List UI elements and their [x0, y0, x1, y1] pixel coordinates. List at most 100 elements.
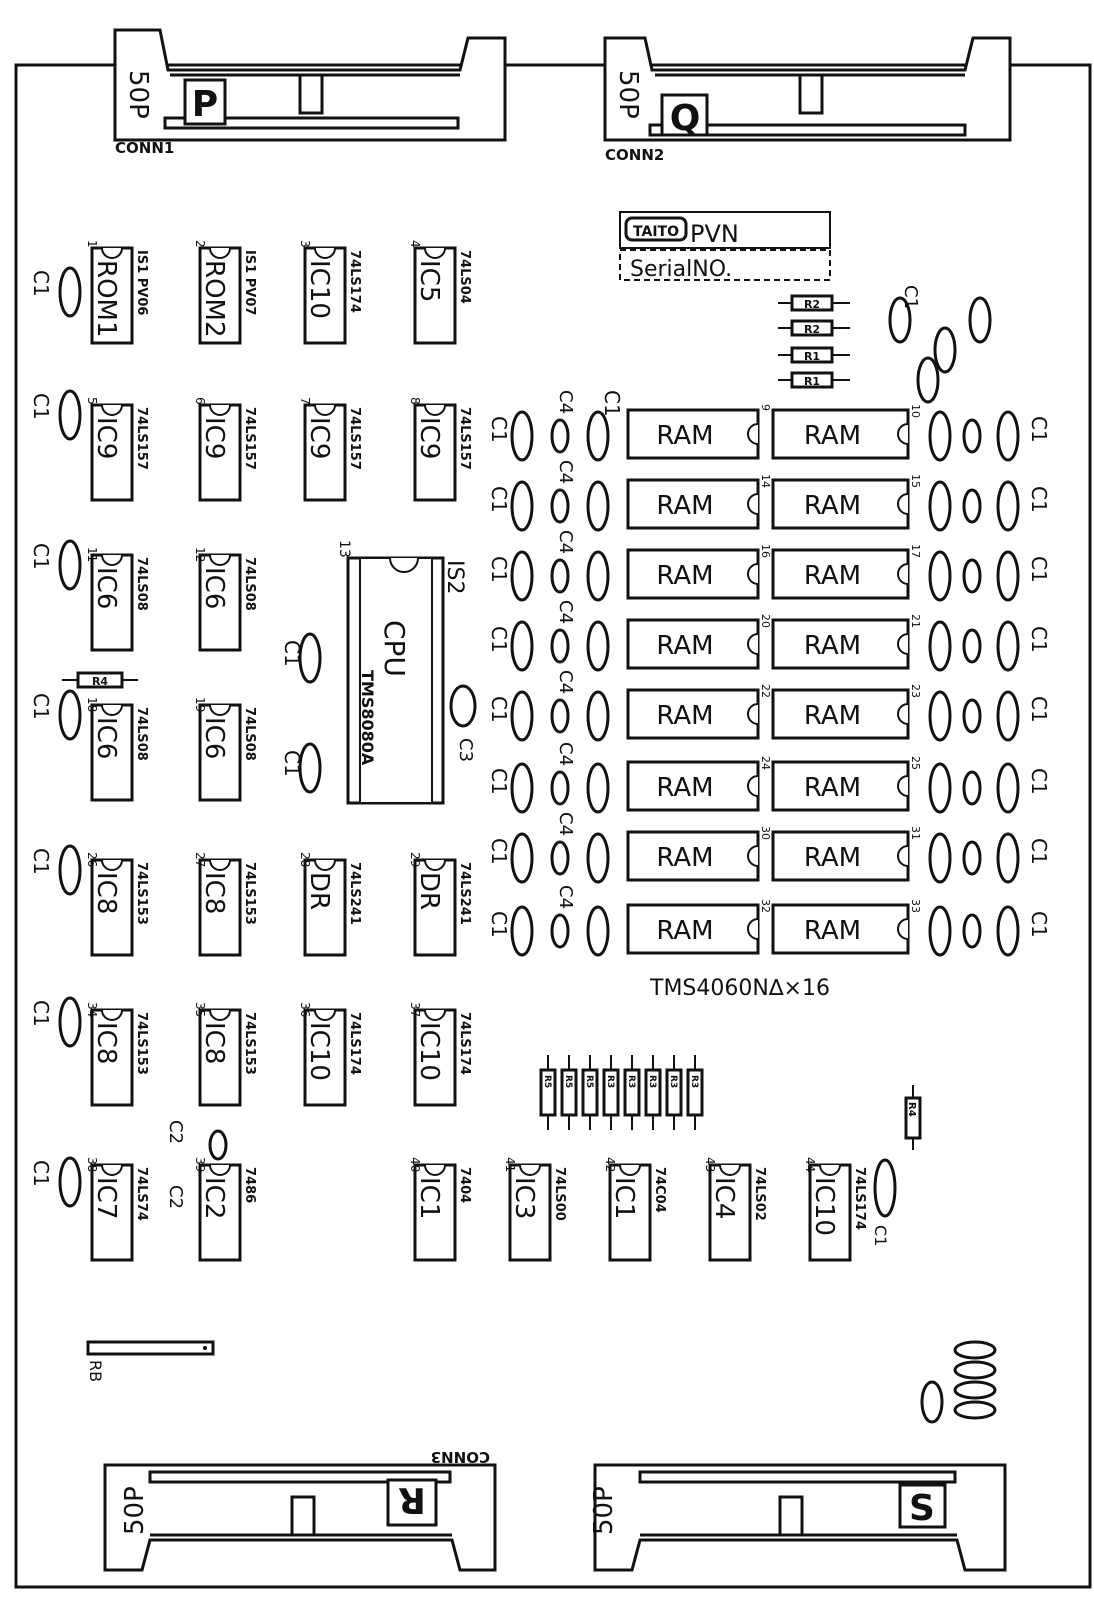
chip-name: ROM1 — [91, 260, 121, 338]
resistor-r4: R4 — [904, 1085, 922, 1150]
capacitor — [928, 905, 952, 957]
ram-number: 9 — [759, 404, 772, 411]
rb-label: RB — [86, 1360, 105, 1382]
resistor-label: R3 — [689, 1075, 699, 1088]
capacitor: C1 — [487, 832, 534, 884]
capacitor-label: C1 — [1027, 626, 1051, 653]
capacitor-label: C1 — [280, 640, 304, 667]
chip-number: 35 — [193, 1002, 207, 1017]
chip-name: IC8 — [91, 1022, 121, 1064]
ram-label: RAM — [804, 491, 861, 521]
capacitor-label: C1 — [487, 556, 511, 583]
resistor-label: R3 — [647, 1075, 657, 1088]
chip-part: 7486 — [242, 1167, 257, 1203]
model-text: PVN — [690, 220, 739, 248]
chip-part: 74LS04 — [457, 250, 472, 304]
board-outline — [14, 63, 1092, 1589]
capacitor-label: C1 — [487, 696, 511, 723]
capacitor-small: C4 — [550, 390, 576, 454]
connector-pins: 50P — [613, 70, 643, 119]
chip-name: IC10 — [304, 1022, 334, 1081]
ram-number: 24 — [759, 756, 772, 770]
resistor-label: R5 — [563, 1075, 573, 1088]
capacitor-small: C4 — [550, 885, 576, 949]
chip-part: 74LS157 — [347, 407, 362, 470]
capacitor-label: C1 — [1027, 838, 1051, 865]
capacitor-label: C1 — [487, 416, 511, 443]
resistor-label: R4 — [906, 1102, 917, 1117]
chip-part: 74LS08 — [242, 557, 257, 611]
capacitor: C1 — [29, 389, 82, 441]
chip-name: DR — [304, 872, 334, 910]
cpu-socket: IS2 — [442, 560, 467, 594]
ram-caption: TMS4060N∆×16 — [649, 976, 830, 1001]
capacitor-label: C4 — [555, 460, 576, 484]
capacitor-label: C1 — [600, 390, 624, 417]
chip-name: IC5 — [414, 260, 444, 302]
chip-name: IC10 — [809, 1177, 839, 1236]
chip-number: 42 — [603, 1157, 617, 1172]
resistor-label: R2 — [804, 323, 820, 336]
ram-number: 23 — [909, 684, 922, 698]
capacitor-c3: C3 — [449, 684, 477, 762]
connector-letter: P — [192, 84, 218, 125]
chip-name: IC8 — [199, 1022, 229, 1064]
chip-number: 11 — [85, 547, 99, 562]
chip-part: 74LS174 — [852, 1167, 867, 1230]
chip-part: IS1 PV07 — [242, 250, 257, 315]
connector-pins: 50P — [120, 1486, 150, 1535]
capacitor — [586, 905, 610, 957]
capacitor: C1 — [996, 762, 1051, 814]
connector-bottom-left: R 50P CONN3 — [103, 1448, 497, 1572]
resistor: R3 — [665, 1055, 683, 1130]
ram-label: RAM — [656, 421, 713, 451]
ram-number: 10 — [909, 404, 922, 418]
ram-label: RAM — [656, 561, 713, 591]
chip-name: IC4 — [709, 1177, 739, 1219]
chip-name: IC8 — [199, 872, 229, 914]
chip-part: 74LS153 — [134, 1012, 149, 1075]
capacitor-label: C4 — [555, 530, 576, 554]
connector-label: CONN1 — [115, 139, 174, 157]
capacitor: C1 — [996, 690, 1051, 742]
resistor: R2 — [778, 319, 850, 337]
chip-name: IC1 — [414, 1177, 444, 1219]
resistor: R3 — [602, 1055, 620, 1130]
capacitor-label: C1 — [487, 486, 511, 513]
capacitor: C1 — [996, 410, 1051, 462]
resistor: R2 — [778, 294, 850, 312]
cpu-label: CPU — [378, 620, 411, 677]
chip-number: 44 — [803, 1157, 817, 1172]
connector-pins: 50P — [589, 1486, 619, 1535]
capacitor — [586, 620, 610, 672]
ram-number: 17 — [909, 544, 922, 558]
chip-number: 3 — [298, 240, 312, 248]
chip-number: 19 — [193, 697, 207, 712]
capacitor-label: C1 — [900, 285, 921, 309]
chip-number: 18 — [85, 697, 99, 712]
capacitor: C1 — [871, 1158, 897, 1246]
capacitor-label: C3 — [455, 738, 476, 762]
chip-number: 40 — [408, 1157, 422, 1172]
ram-chip: RAM 9 — [626, 404, 772, 460]
chip-name: IC6 — [199, 717, 229, 759]
chip-number: 5 — [85, 397, 99, 405]
chip-number: 2 — [193, 240, 207, 248]
chip-part: 74LS153 — [134, 862, 149, 925]
capacitor-label: C1 — [1027, 768, 1051, 795]
